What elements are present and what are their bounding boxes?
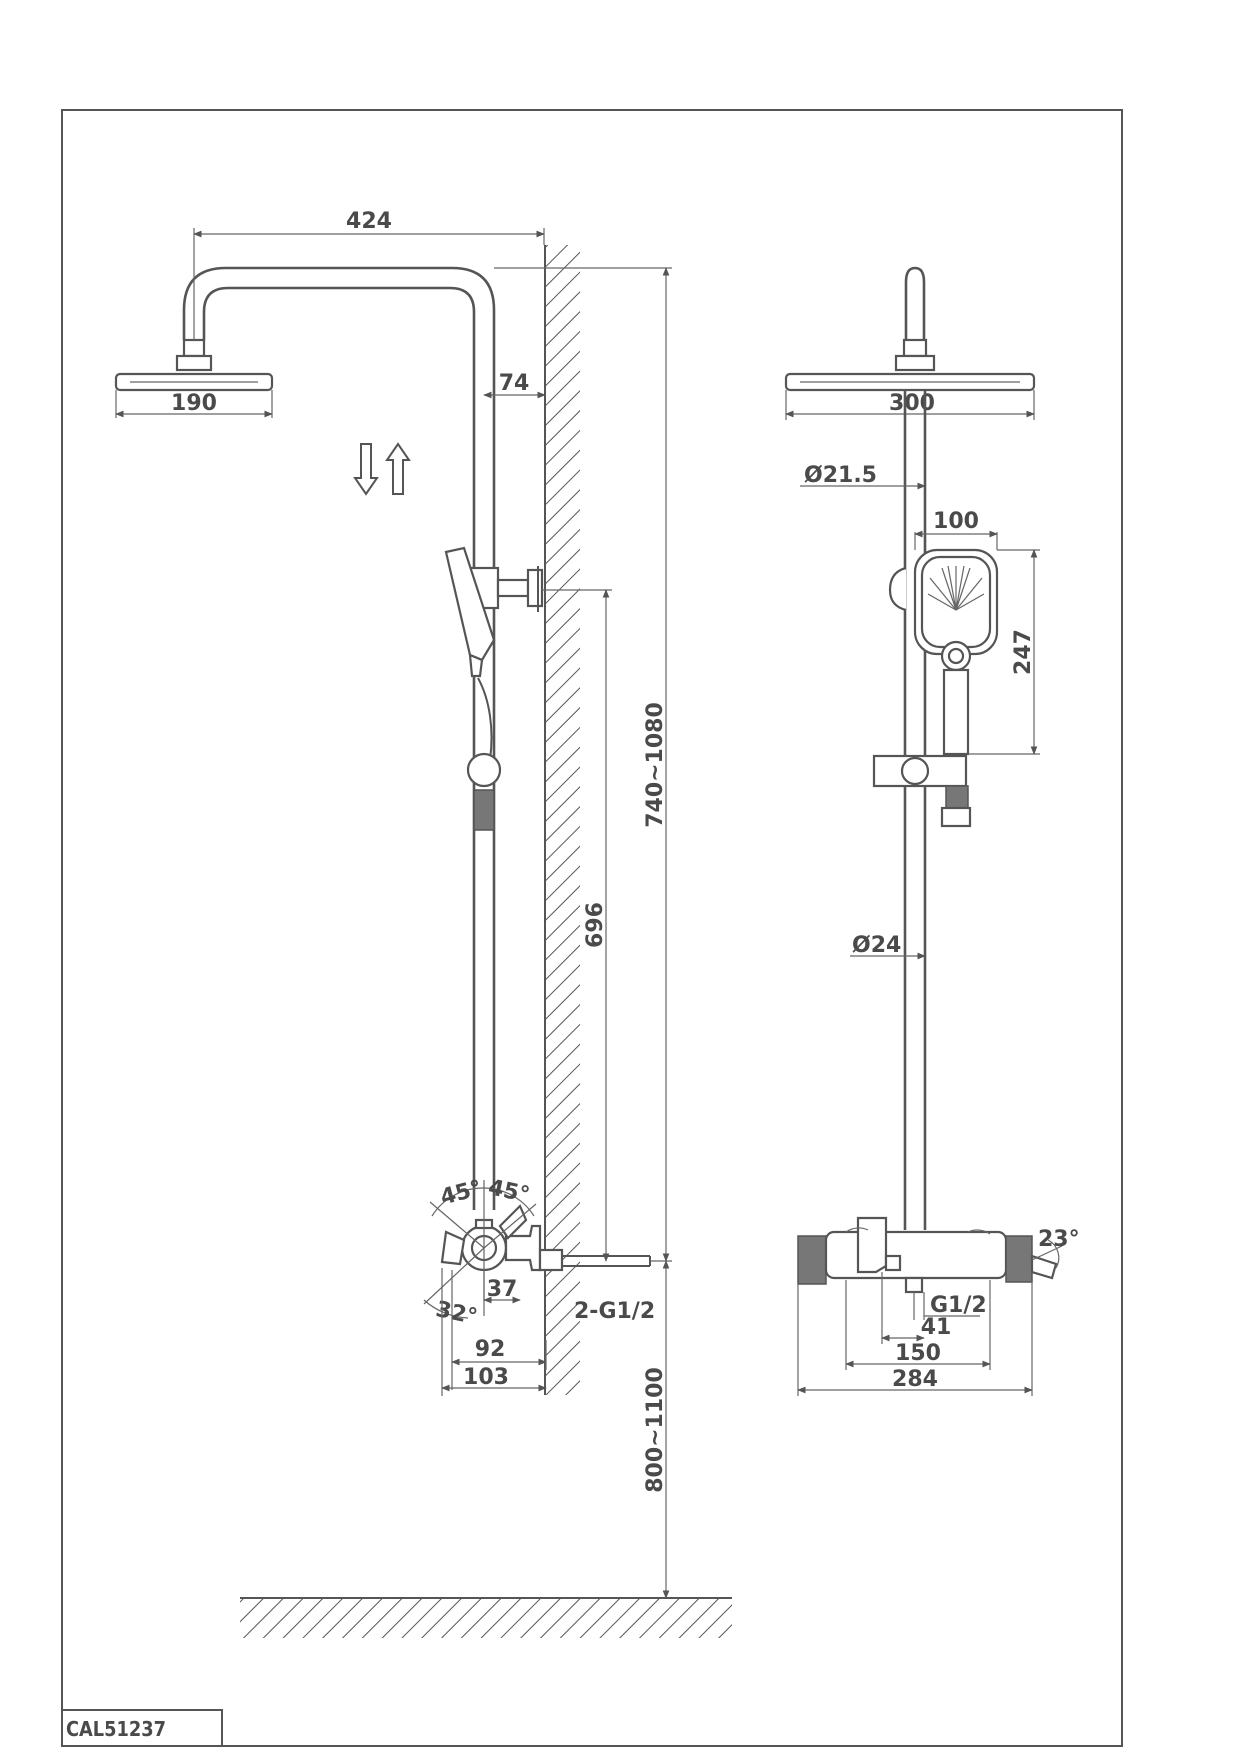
dim-outlet-offset: 41	[921, 1315, 952, 1340]
dim-valve-total: 103	[463, 1365, 509, 1390]
side-view: 424 74 190 740~1080 696 800~1100 45° 45°…	[114, 209, 732, 1638]
model-code: CAL51237	[66, 1717, 166, 1741]
dim-hand-width: 100	[933, 509, 979, 534]
title-block	[61, 1709, 223, 1747]
hand-shower-front	[888, 548, 999, 756]
dim-valve-depth: 37	[487, 1277, 518, 1302]
dim-upper-pipe: Ø21.5	[804, 463, 877, 488]
dim-arm-offset: 74	[499, 371, 530, 396]
dim-total-height: 740~1080	[643, 702, 668, 828]
dim-inlets: 2-G1/2	[574, 1299, 655, 1324]
dim-floor-height: 800~1100	[643, 1367, 668, 1493]
valve-body-front	[797, 1216, 1058, 1294]
dim-head-width: 300	[889, 391, 935, 416]
dim-arm-length: 424	[346, 209, 392, 234]
wall-hatch	[545, 245, 580, 1395]
dim-outlet-thread: G1/2	[930, 1293, 987, 1318]
drawing-border	[61, 109, 1123, 1747]
hand-shower-side	[444, 546, 496, 662]
overhead-arm	[182, 266, 496, 570]
dim-bracket-height: 696	[583, 902, 608, 948]
dim-inlet-spacing: 150	[895, 1341, 941, 1366]
dim-spout-angle: 23°	[1038, 1227, 1080, 1252]
front-view: 300 Ø21.5	[784, 266, 1080, 1396]
dim-hand-length: 247	[1011, 629, 1036, 675]
adjustable-height-arrows	[353, 442, 411, 496]
dim-head-diameter: 190	[171, 391, 217, 416]
floor-hatch	[240, 1598, 732, 1638]
dim-angle-bottom: 32°	[434, 1297, 480, 1330]
dim-lower-pipe: Ø24	[852, 933, 901, 958]
dim-valve-length: 284	[892, 1367, 938, 1392]
dim-valve-width: 92	[475, 1337, 506, 1362]
dim-angle-left: 45°	[438, 1176, 485, 1211]
